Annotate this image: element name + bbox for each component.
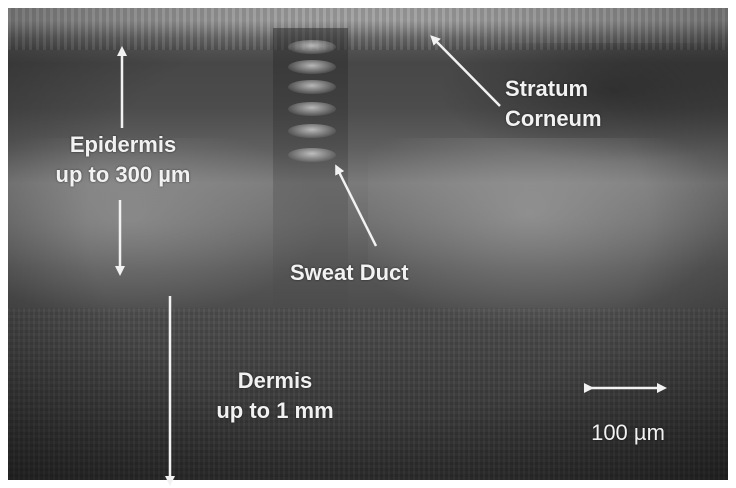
dermis-line2: up to 1 mm	[200, 396, 350, 426]
epidermis-line1: Epidermis	[28, 130, 218, 160]
stratum-corneum-line1: Stratum	[505, 74, 602, 104]
stratum-corneum-label: Stratum Corneum	[505, 74, 602, 134]
stratum-corneum-arrow	[433, 38, 500, 106]
scale-bar-text: 100 µm	[578, 418, 678, 448]
sweat-duct-arrow	[337, 168, 376, 246]
scale-bar-label: 100 µm	[578, 418, 678, 448]
sweat-duct-text: Sweat Duct	[290, 258, 409, 288]
dermis-label: Dermis up to 1 mm	[200, 366, 350, 426]
epidermis-label: Epidermis up to 300 µm	[28, 130, 218, 190]
dermis-line1: Dermis	[200, 366, 350, 396]
sweat-duct-label: Sweat Duct	[290, 258, 409, 288]
epidermis-line2: up to 300 µm	[28, 160, 218, 190]
stratum-corneum-line2: Corneum	[505, 104, 602, 134]
